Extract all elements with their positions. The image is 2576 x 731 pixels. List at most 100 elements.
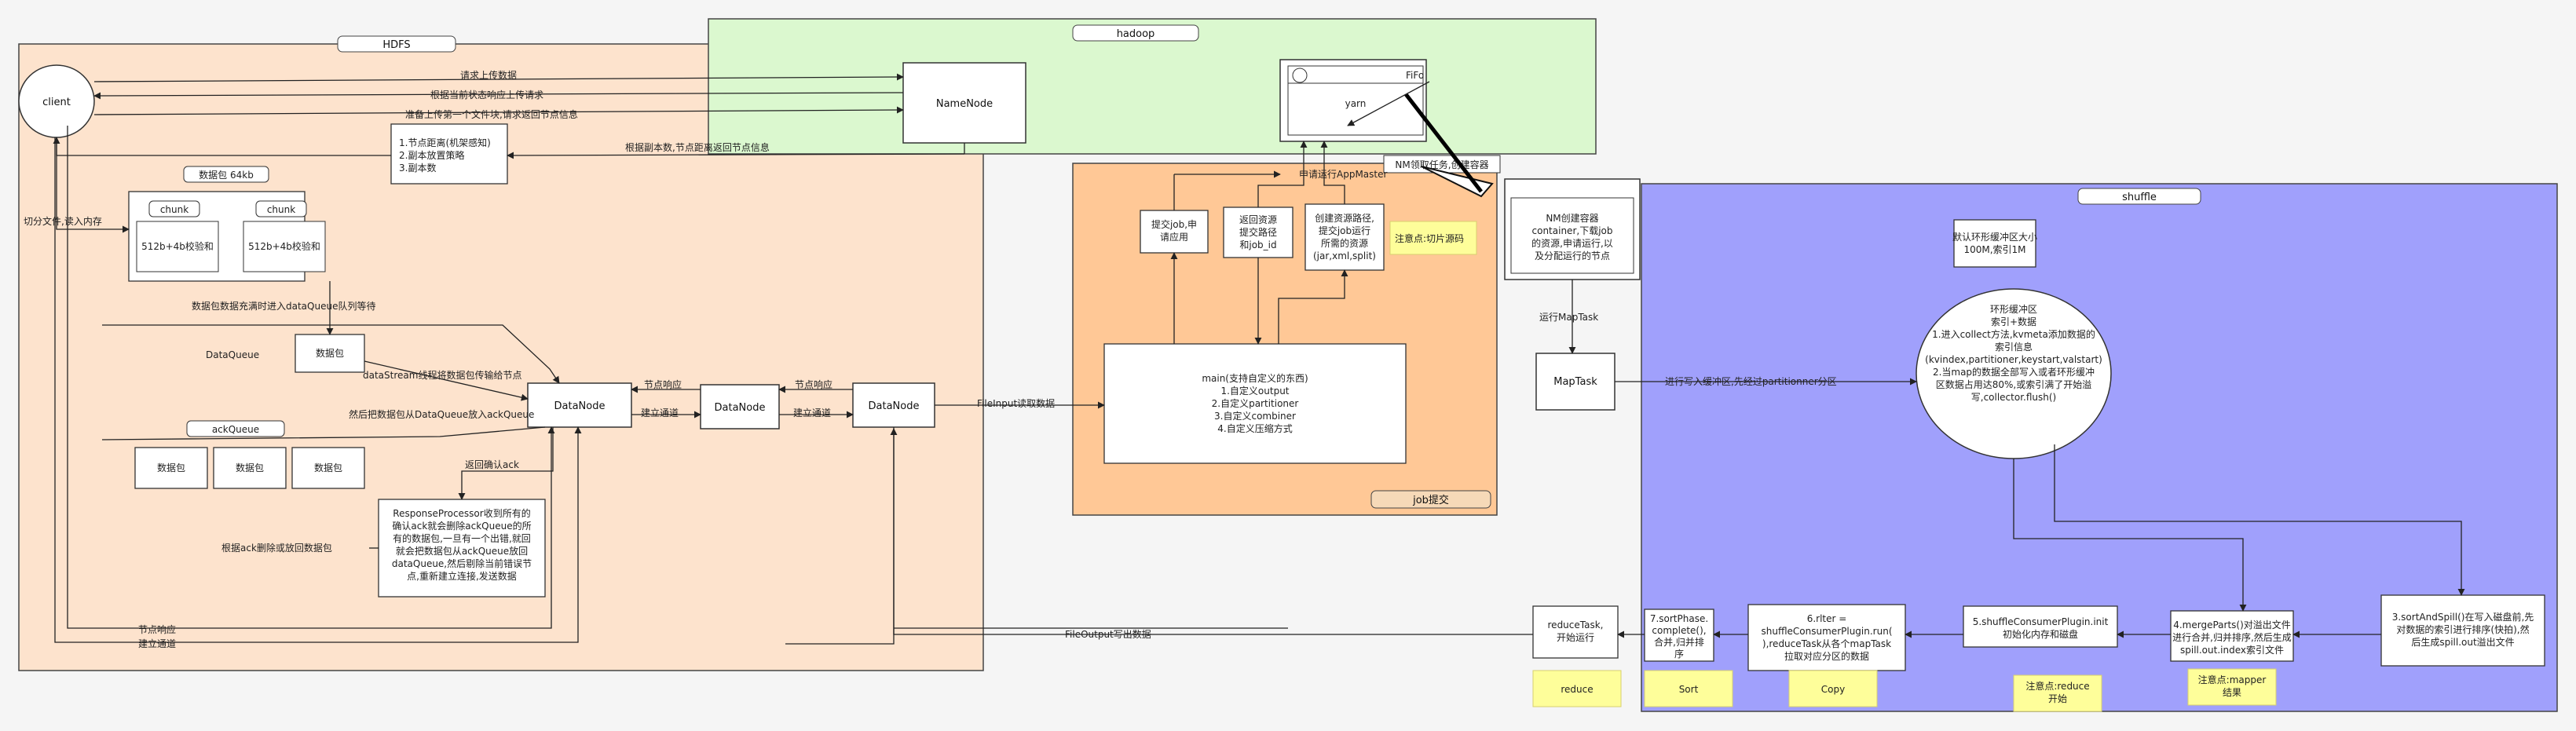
- text-line: NM创建容器: [1546, 212, 1598, 224]
- text-line: 提交job,申: [1151, 218, 1197, 230]
- nm-note: NM领取任务,创建容器: [1383, 93, 1501, 198]
- svg-text:MapTask: MapTask: [1553, 376, 1597, 388]
- svg-text:512b+4b校验和: 512b+4b校验和: [141, 240, 214, 252]
- edges: [53, 73, 2465, 645]
- svg-text:chunk: chunk: [267, 204, 295, 215]
- text-line: 索引信息: [1995, 341, 2033, 353]
- label-ack-delete: 根据ack删除或放回数据包: [221, 542, 332, 554]
- sort-text: 7.sortPhase.complete(),合并,归并排序: [1650, 613, 1708, 660]
- create-text: 创建资源路径,提交job运行所需的资源(jar,xml,split): [1313, 212, 1376, 261]
- label-return-nodes: 根据副本数,节点距离返回节点信息: [625, 141, 770, 153]
- text-line: 后生成spill.out溢出文件: [2411, 636, 2514, 648]
- text-line: 创建资源路径,: [1315, 212, 1374, 224]
- label-node-resp-2: 节点响应: [795, 378, 832, 390]
- text-line: 6.rlter =: [1807, 613, 1847, 624]
- svg-text:chunk: chunk: [160, 204, 188, 215]
- svg-text:Copy: Copy: [1821, 684, 1845, 695]
- text-line: 写,collector.flush(): [1971, 392, 2056, 403]
- label-write-buffer: 进行写入缓冲区,先经过partitionner分区: [1665, 375, 1837, 387]
- text-line: 4.自定义压缩方式: [1217, 422, 1292, 434]
- text-line: (kvindex,partitioner,keystart,valstart): [1925, 354, 2102, 365]
- text-line: 开始: [2048, 693, 2067, 704]
- text-line: 注意点:reduce: [2025, 680, 2089, 692]
- svg-text:注意点:切片源码: 注意点:切片源码: [1395, 232, 1464, 244]
- run-box: 6.rlter = shuffleConsumerPlugin.run(),red…: [1747, 604, 1906, 671]
- text-line: 的资源,申请运行,以: [1531, 237, 1613, 249]
- submit-text: 提交job,申请应用: [1151, 218, 1197, 243]
- text-line: 3.sortAndSpill()在写入磁盘前,先: [2392, 611, 2534, 623]
- text-line: 合并,归并排: [1654, 636, 1704, 648]
- label-node-resp-3: 节点响应: [138, 623, 176, 635]
- datanode-1: DataNode: [527, 382, 632, 428]
- ackqueue-group: ackQueue 数据包 数据包 数据包: [134, 420, 365, 489]
- maptask-box: MapTask: [1535, 353, 1615, 411]
- svg-text:512b+4b校验和: 512b+4b校验和: [248, 240, 320, 252]
- text-line: 结果: [2223, 687, 2241, 698]
- text-line: 2.副本放置策略: [399, 149, 464, 161]
- text-line: 2.当map的数据全部写入或者环形缓冲: [1933, 366, 2095, 378]
- label-node-resp-1: 节点响应: [644, 378, 682, 390]
- text-line: dataQueue,然后剔除当前错误节: [392, 557, 532, 569]
- job-title: job提交: [1412, 494, 1449, 506]
- text-line: 序: [1674, 648, 1684, 660]
- label-resp-upload: 根据当前状态响应上传请求: [430, 89, 543, 101]
- text-line: 4.mergeParts()对溢出文件: [2173, 619, 2291, 630]
- text-line: 提交路径: [1239, 226, 1277, 238]
- text-line: 拉取对应分区的数据: [1784, 650, 1869, 662]
- text-line: reduceTask,: [1548, 620, 1604, 630]
- shuffle-title: shuffle: [2122, 192, 2157, 203]
- text-line: container,下载job: [1532, 225, 1613, 236]
- text-line: (jar,xml,split): [1313, 250, 1376, 261]
- text-line: 1.进入collect方法,kvmeta添加数据的: [1932, 328, 2095, 340]
- text-line: 环形缓冲区: [1990, 303, 2037, 315]
- edge-labels: 请求上传数据 根据当前状态响应上传请求 准备上传第一个文件块,请求返回节点信息 …: [24, 69, 1837, 649]
- return-box: 返回资源提交路径和job_id: [1223, 207, 1293, 258]
- svg-text:Sort: Sort: [1679, 684, 1699, 695]
- text-line: complete(),: [1652, 625, 1706, 636]
- text-line: 索引+数据: [1991, 316, 2036, 327]
- svg-text:reduce: reduce: [1561, 684, 1593, 695]
- response-text: ResponseProcessor收到所有的确认ack就会删除ackQueue的…: [392, 507, 532, 582]
- hdfs-title: HDFS: [382, 39, 410, 51]
- yarn-label: yarn: [1345, 98, 1367, 109]
- sticky-reduce: reduce: [1532, 670, 1622, 707]
- client-node: client: [18, 64, 95, 138]
- datanode-2: DataNode: [700, 384, 780, 429]
- text-line: 返回资源: [1239, 214, 1277, 225]
- datanode-3: DataNode: [852, 382, 935, 428]
- ret-text: 返回资源提交路径和job_id: [1239, 214, 1277, 250]
- sticky-sort: Sort: [1644, 670, 1733, 707]
- text-line: 请应用: [1160, 231, 1188, 243]
- text-line: 对数据的索引进行排序(快拍),然: [2396, 623, 2529, 635]
- text-line: 3.自定义combiner: [1214, 410, 1296, 422]
- hadoop-region: hadoop: [708, 18, 1597, 155]
- svg-text:DataNode: DataNode: [869, 400, 920, 412]
- text-line: 区数据占用达80%,或索引满了开始溢: [1936, 378, 2092, 390]
- text-line: ResponseProcessor收到所有的: [393, 507, 530, 519]
- run-text: 6.rlter = shuffleConsumerPlugin.run(),red…: [1761, 613, 1892, 662]
- text-line: shuffleConsumerPlugin.run(: [1761, 626, 1892, 637]
- sticky-copy: Copy: [1788, 670, 1878, 707]
- svg-text:数据包: 数据包: [236, 462, 264, 473]
- text-line: ),reduceTask从各个mapTask: [1762, 638, 1891, 649]
- text-line: 7.sortPhase.: [1650, 613, 1708, 624]
- label-req-upload: 请求上传数据: [460, 69, 517, 81]
- spill-box: 3.sortAndSpill()在写入磁盘前,先对数据的索引进行排序(快拍),然…: [2380, 594, 2545, 667]
- svg-text:数据包 64kb: 数据包 64kb: [199, 169, 254, 181]
- label-build-3: 建立通道: [138, 638, 176, 649]
- label-build-2: 建立通道: [793, 407, 831, 418]
- label-datastream: dataStream线程将数据包传输给节点: [363, 369, 521, 381]
- fifo-label: FiFo: [1406, 70, 1424, 81]
- dataqueue-label: DataQueue: [206, 349, 259, 360]
- text-line: 默认环形缓冲区大小: [1952, 231, 2037, 243]
